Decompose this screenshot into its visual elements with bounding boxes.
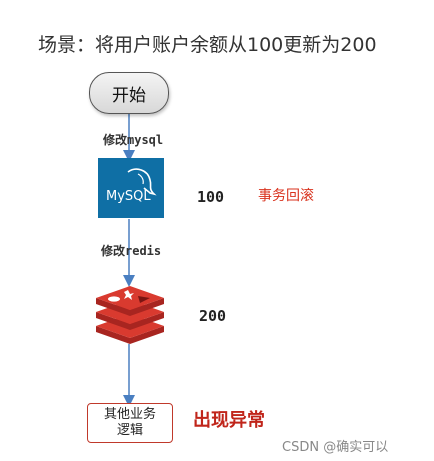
mysql-logo: MySQL bbox=[98, 158, 164, 218]
start-node: 开始 bbox=[89, 72, 169, 114]
rollback-label: 事务回滚 bbox=[258, 188, 314, 204]
watermark: CSDN @确实可以 bbox=[282, 440, 389, 455]
exception-label: 出现异常 bbox=[193, 410, 265, 431]
business-logic-label-line1: 其他业务 bbox=[103, 407, 156, 422]
step-modify-mysql-label: 修改mysql bbox=[103, 133, 164, 147]
redis-value: 200 bbox=[199, 307, 227, 325]
mysql-logo-text: MySQL bbox=[106, 189, 151, 204]
business-logic-node: 其他业务 逻辑 bbox=[87, 403, 173, 443]
redis-stack-icon bbox=[96, 286, 164, 344]
redis-logo bbox=[92, 282, 168, 344]
business-logic-label-line2: 逻辑 bbox=[116, 423, 143, 438]
diagram-title: 场景：将用户账户余额从100更新为200 bbox=[38, 34, 377, 56]
start-node-label: 开始 bbox=[112, 85, 146, 106]
mysql-value: 100 bbox=[197, 188, 225, 206]
step-modify-redis-label: 修改redis bbox=[101, 244, 162, 258]
mysql-dolphin-icon: MySQL bbox=[106, 168, 157, 204]
